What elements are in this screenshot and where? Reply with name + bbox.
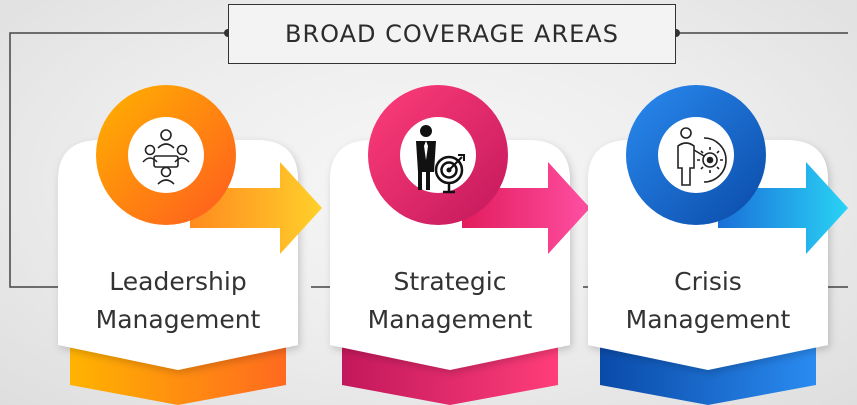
card-crisis: Crisis Management: [588, 85, 848, 405]
card-leadership: Leadership Management: [58, 85, 322, 405]
diagram-title: BROAD COVERAGE AREAS: [285, 20, 619, 48]
arrow-right-icon: [718, 162, 848, 254]
person-gear-icon: [677, 127, 727, 186]
card-title-line2: Management: [96, 305, 261, 334]
card-title-line1: Strategic: [393, 267, 506, 296]
icon-disc: [658, 117, 734, 193]
businessman-target-icon: [416, 125, 465, 194]
icon-disc: [128, 117, 204, 193]
arrow-right-icon: [462, 162, 590, 254]
frame-connector: [9, 32, 848, 288]
card-title-line2: Management: [368, 305, 533, 334]
card-title-line1: Crisis: [674, 267, 742, 296]
card-strategic: Strategic Management: [330, 85, 590, 405]
card-title-line1: Leadership: [109, 267, 246, 296]
meeting-group-icon: [142, 129, 190, 185]
arrow-right-icon: [190, 162, 322, 254]
card-title-line2: Management: [626, 305, 791, 334]
title-box: BROAD COVERAGE AREAS: [228, 4, 676, 64]
